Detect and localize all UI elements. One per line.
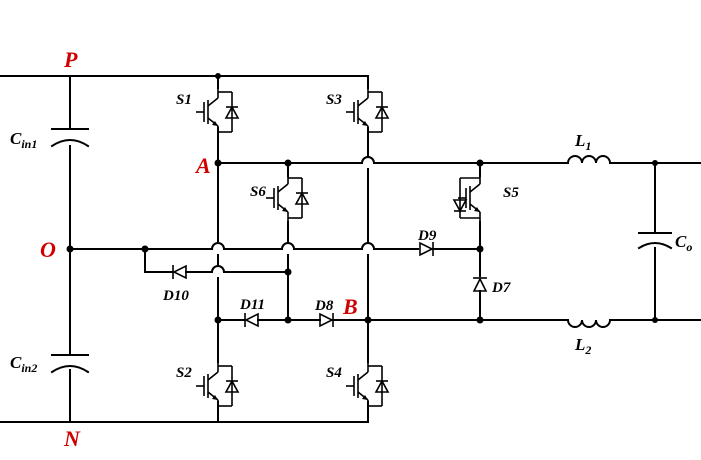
label-s4: S4 <box>326 365 342 381</box>
diode-d7 <box>472 277 488 292</box>
label-d7: D7 <box>491 280 511 296</box>
diode-d8 <box>319 312 334 328</box>
wire-o-line <box>69 242 419 250</box>
label-s2: S2 <box>176 365 192 381</box>
label-s3: S3 <box>326 92 342 108</box>
switch-s6 <box>265 173 309 223</box>
capacitor-cin1 <box>50 128 90 148</box>
node-label-o: O <box>40 237 56 262</box>
label-l2: L2 <box>574 335 591 357</box>
inductor-l1 <box>566 155 612 165</box>
switch-s5 <box>452 176 481 222</box>
label-d10: D10 <box>162 288 189 304</box>
node-label-p: P <box>63 47 78 72</box>
wire-a-line <box>217 156 569 164</box>
capacitor-co <box>637 232 673 250</box>
label-l1: L1 <box>574 131 591 153</box>
label-d9: D9 <box>417 228 437 244</box>
label-cin1: Cin1 <box>10 129 37 151</box>
label-s1: S1 <box>176 92 192 108</box>
label-co: Co <box>675 232 692 254</box>
diode-d9 <box>419 241 434 257</box>
label-d8: D8 <box>314 298 334 314</box>
inductor-l2 <box>566 318 612 328</box>
node-label-a: A <box>194 153 211 178</box>
wire-d10-right <box>185 265 289 273</box>
label-cin2: Cin2 <box>10 353 37 375</box>
capacitor-cin2 <box>50 354 90 374</box>
diode-d11 <box>244 312 259 328</box>
diode-d10 <box>172 264 187 280</box>
label-s5: S5 <box>503 185 519 201</box>
node-label-n: N <box>63 426 81 451</box>
label-s6: S6 <box>250 184 266 200</box>
label-d11: D11 <box>239 297 265 313</box>
node-label-b: B <box>342 294 358 319</box>
